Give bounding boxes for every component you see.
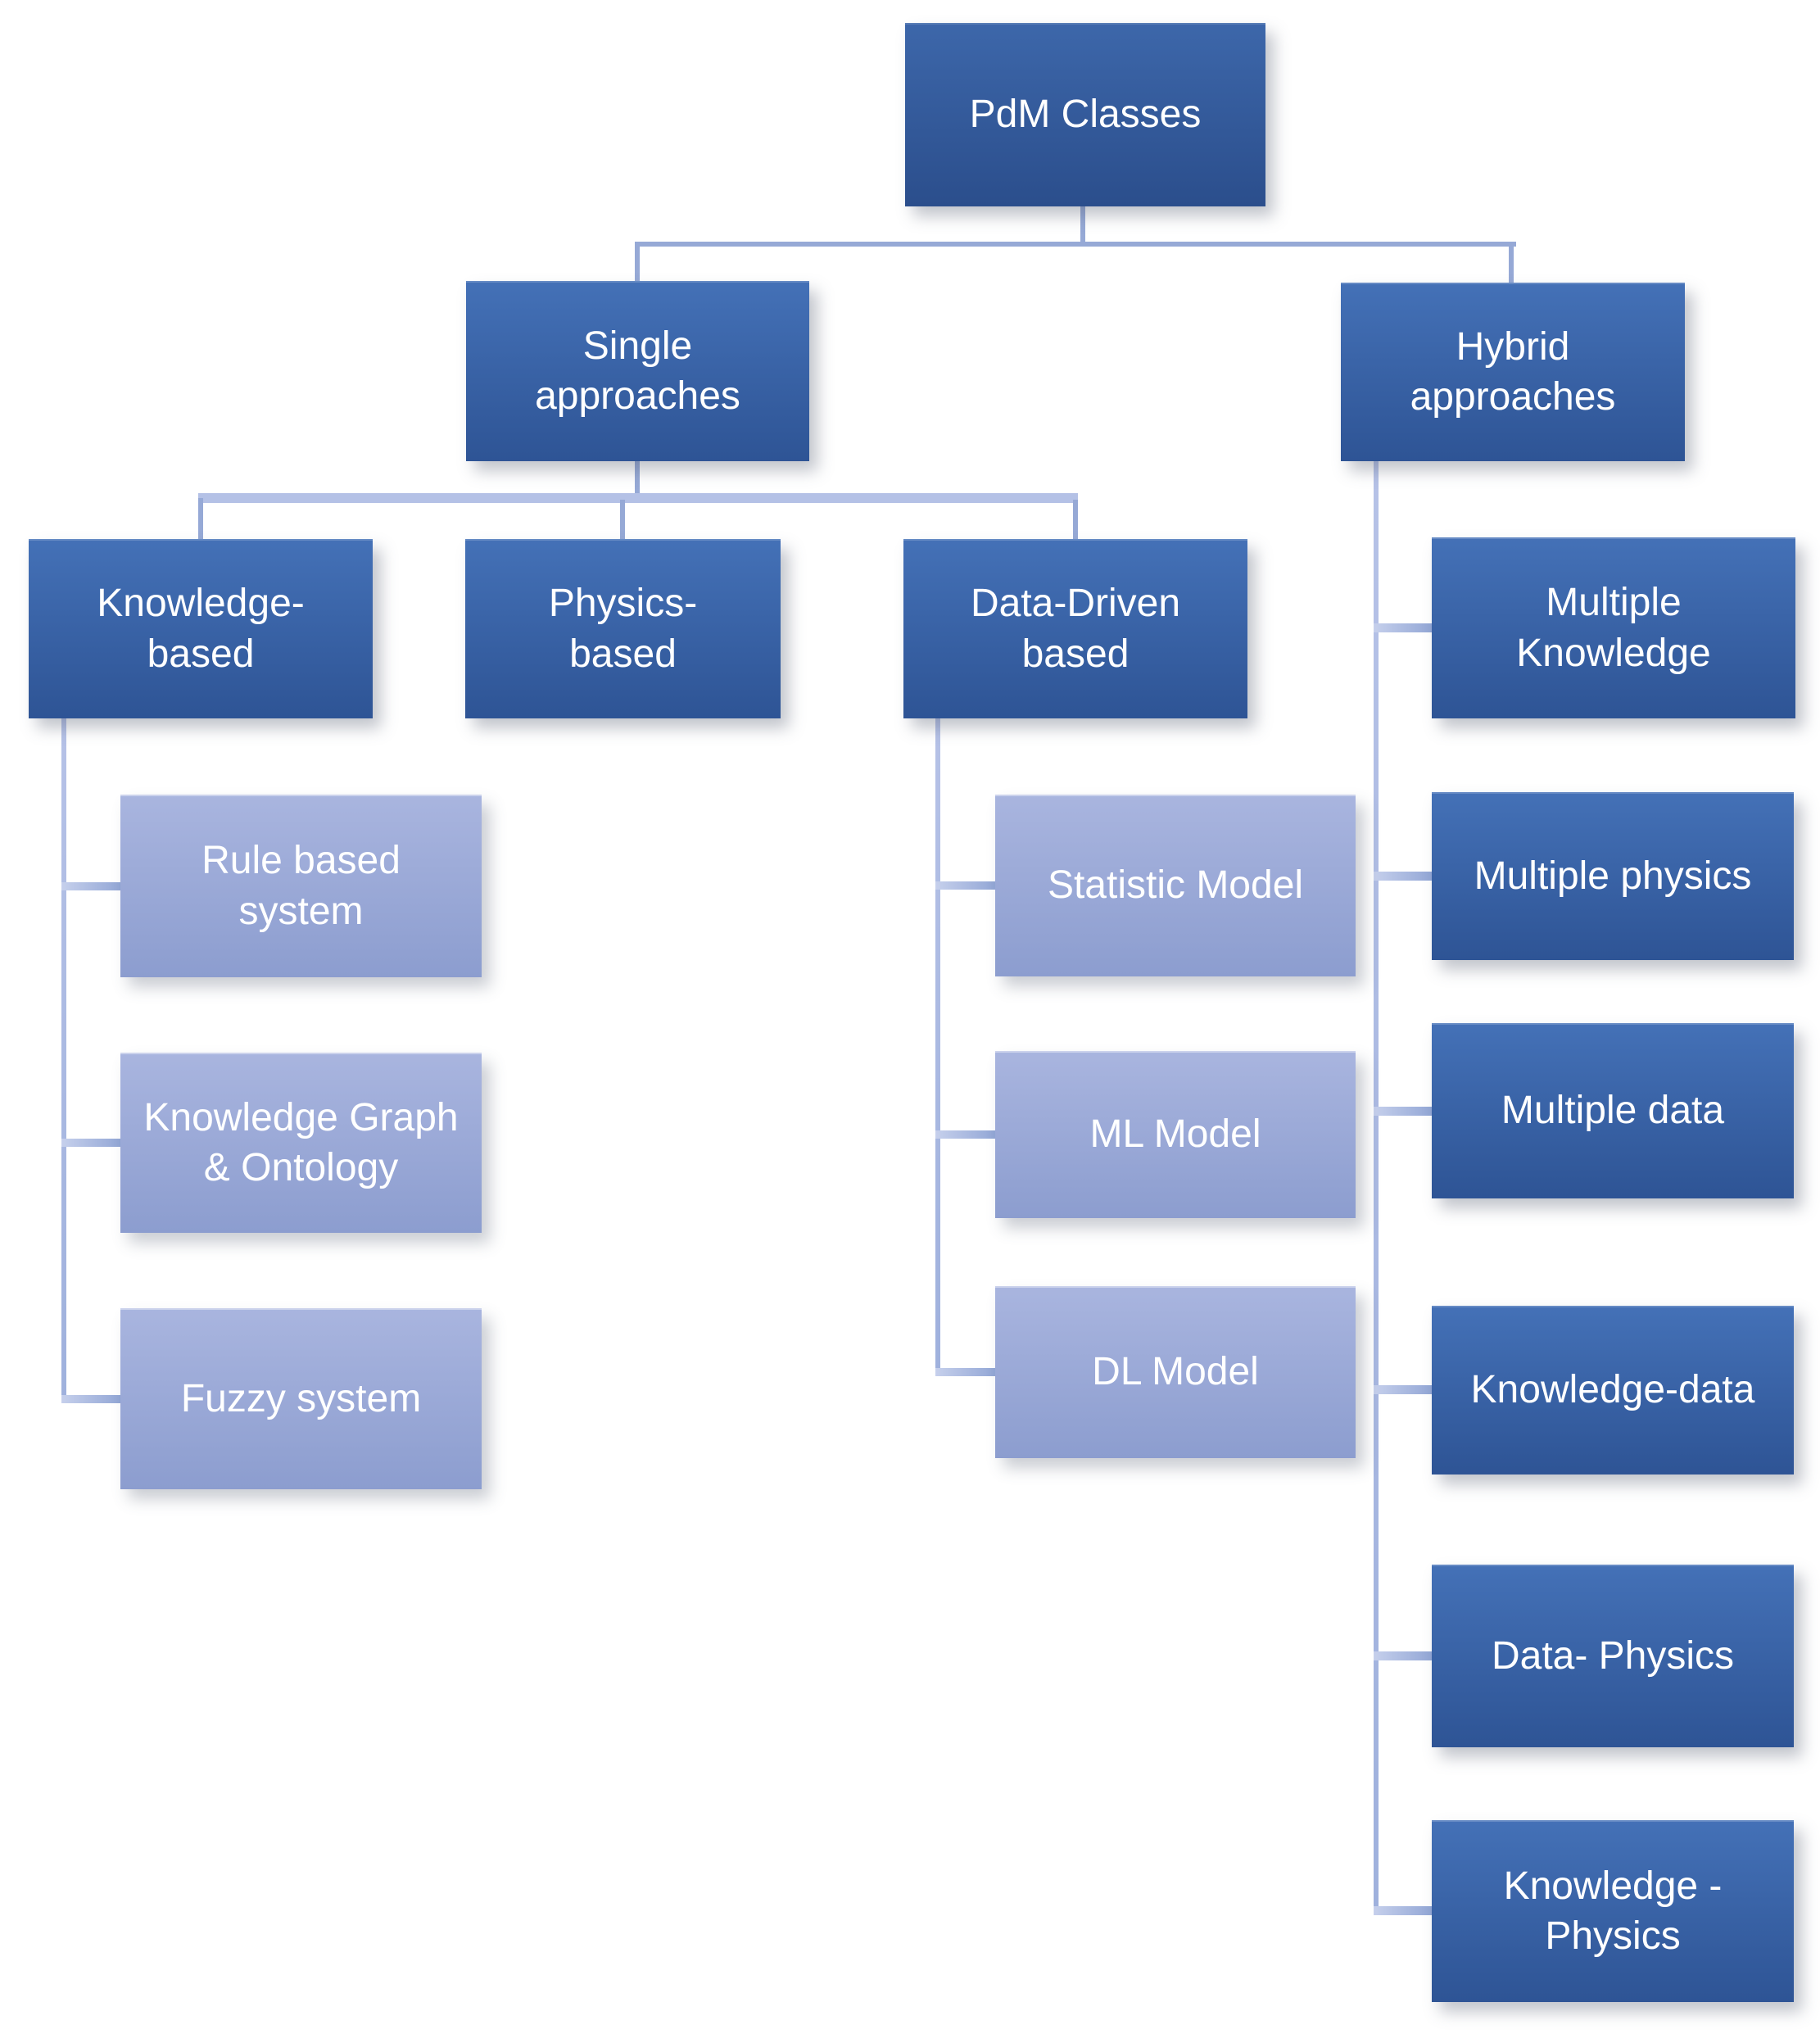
node-multiple-physics: Multiple physics	[1432, 792, 1794, 960]
node-label-line: Data-Driven	[970, 582, 1181, 626]
connector-stub-rule-based	[61, 882, 120, 890]
connector-stub-ml	[935, 1130, 995, 1139]
connector-stub-statistic	[935, 881, 995, 890]
connector-single-top	[635, 242, 640, 281]
node-hybrid-approaches: Hybrid approaches	[1341, 283, 1685, 461]
node-fuzzy-system: Fuzzy system	[120, 1308, 482, 1489]
node-label-line: based	[569, 632, 677, 676]
connector-stub-knowledge-physics	[1374, 1906, 1432, 1915]
node-label-line: Physics-	[548, 582, 698, 626]
connector-stub-fuzzy	[61, 1395, 120, 1403]
node-knowledge-physics: Knowledge - Physics	[1432, 1820, 1794, 2002]
node-knowledge-based: Knowledge- based	[29, 539, 373, 718]
node-label-line: Single	[582, 324, 693, 368]
node-label-line: Rule based	[201, 839, 401, 883]
connector-stub-multiple-physics	[1374, 872, 1432, 881]
node-label-line: Multiple physics	[1474, 854, 1752, 898]
connector-stub-multiple-data	[1374, 1107, 1432, 1116]
node-label-line: ML Model	[1089, 1112, 1261, 1157]
node-ml-model: ML Model	[995, 1051, 1356, 1218]
node-multiple-data: Multiple data	[1432, 1023, 1794, 1198]
connector-single-bottom	[635, 461, 640, 498]
connector-stub-multiple-knowledge	[1374, 623, 1432, 632]
node-label-line: Statistic Model	[1047, 863, 1304, 908]
connector-physics-top	[620, 500, 625, 539]
node-rule-based-system: Rule based system	[120, 795, 482, 977]
connector-stub-dl	[935, 1368, 995, 1376]
node-label-line: Knowledge Graph	[143, 1095, 459, 1139]
node-label-line: Multiple data	[1501, 1089, 1725, 1133]
node-pdm-classes: PdM Classes	[905, 23, 1265, 206]
connector-hybrid-trunk	[1374, 461, 1379, 1915]
node-knowledge-data: Knowledge-data	[1432, 1306, 1794, 1474]
node-label-line: approaches	[1410, 375, 1616, 419]
node-label-line: PdM Classes	[969, 93, 1202, 137]
connector-knowledge-top	[198, 498, 203, 539]
node-label-line: & Ontology	[203, 1146, 399, 1189]
node-label-line: Fuzzy system	[180, 1376, 422, 1420]
connector-stub-data-physics	[1374, 1651, 1432, 1660]
connector-knowledge-trunk	[61, 718, 66, 1403]
node-knowledge-graph-ontology: Knowledge Graph & Ontology	[120, 1053, 482, 1233]
node-label-line: Data- Physics	[1491, 1633, 1735, 1678]
node-single-approaches: Single approaches	[466, 281, 809, 461]
connector-single-children-horizontal	[198, 493, 1078, 503]
connector-stub-knowledge-graph	[61, 1139, 120, 1147]
node-label-line: approaches	[535, 374, 740, 418]
connector-hybrid-top	[1509, 242, 1514, 283]
node-data-driven-based: Data-Driven based	[903, 539, 1247, 718]
node-label-line: based	[147, 632, 255, 676]
node-label-line: based	[1021, 632, 1130, 676]
connector-level1-horizontal	[635, 242, 1516, 247]
node-label-line: Physics	[1545, 1914, 1681, 1958]
node-label-line: Knowledge-data	[1470, 1368, 1755, 1412]
node-label-line: Knowledge -	[1503, 1864, 1723, 1908]
node-label-line: Hybrid	[1456, 324, 1570, 369]
node-label-line: Knowledge	[1516, 631, 1711, 675]
node-multiple-knowledge: Multiple Knowledge	[1432, 537, 1795, 718]
node-label-line: system	[238, 889, 364, 933]
node-physics-based: Physics- based	[465, 539, 781, 718]
connector-root-vertical	[1080, 206, 1085, 246]
node-label-line: DL Model	[1092, 1350, 1259, 1394]
connector-data-driven-trunk	[935, 718, 940, 1376]
node-data-physics: Data- Physics	[1432, 1565, 1794, 1747]
node-statistic-model: Statistic Model	[995, 795, 1356, 976]
node-dl-model: DL Model	[995, 1286, 1356, 1458]
connector-stub-knowledge-data	[1374, 1385, 1432, 1394]
node-label-line: Multiple	[1546, 581, 1682, 625]
connector-data-driven-top	[1073, 500, 1078, 539]
node-label-line: Knowledge-	[97, 582, 305, 626]
